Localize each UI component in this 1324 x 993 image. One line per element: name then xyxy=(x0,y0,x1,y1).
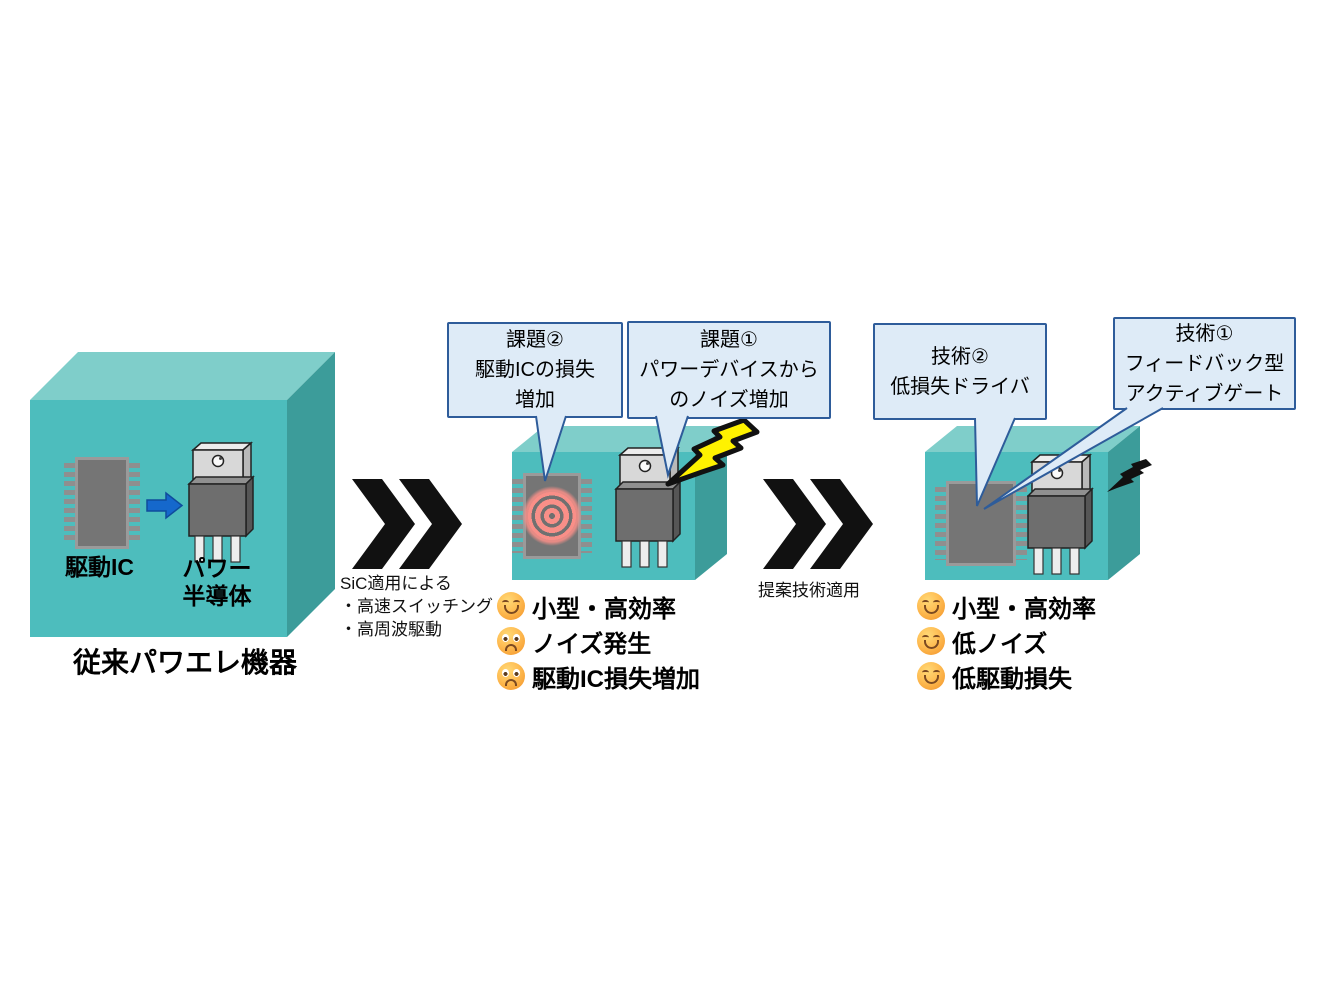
transition-1-title: SiC適用による xyxy=(340,574,452,593)
status-row: 低ノイズ xyxy=(917,626,1096,658)
conventional-machine-caption: 従来パワエレ機器 xyxy=(72,647,297,678)
transition-2-caption: 提案技術適用 xyxy=(758,581,860,600)
transition-1-bullet-1: ・高速スイッチング xyxy=(340,597,493,616)
callout-issue-2: 課題② 駆動ICの損失 増加 xyxy=(447,322,623,418)
drive-ic-chip-proposed xyxy=(935,481,1027,566)
drive-ic-chip-sic xyxy=(512,473,592,559)
transition-arrow-2-icon xyxy=(763,479,873,569)
status-label: ノイズ発生 xyxy=(532,630,652,658)
transition-1-caption: SiC適用による ・高速スイッチング ・高周波駆動 xyxy=(340,572,493,641)
heat-loss-indicator-icon xyxy=(522,486,582,546)
status-label: 駆動IC損失増加 xyxy=(532,665,700,693)
sad-face-icon xyxy=(497,627,525,655)
status-label: 小型・高効率 xyxy=(952,595,1096,623)
status-row: 低駆動損失 xyxy=(917,661,1096,693)
drive-signal-arrow-icon xyxy=(146,491,184,520)
status-row: 小型・高効率 xyxy=(917,591,1096,623)
status-label: 低駆動損失 xyxy=(952,665,1072,693)
noise-lightning-bolt-icon xyxy=(665,417,760,487)
status-row: 駆動IC損失増加 xyxy=(497,661,700,693)
status-label: 低ノイズ xyxy=(952,630,1048,658)
transition-arrow-1-icon xyxy=(352,479,462,569)
happy-face-icon xyxy=(917,592,945,620)
status-row: ノイズ発生 xyxy=(497,626,700,658)
status-row: 小型・高効率 xyxy=(497,591,700,623)
sic-status-list: 小型・高効率 ノイズ発生 駆動IC損失増加 xyxy=(497,591,700,693)
drive-ic-label: 駆動IC xyxy=(65,554,134,580)
drive-ic-chip-conventional xyxy=(64,457,140,549)
callout-tech-1: 技術① フィードバック型 アクティブゲート xyxy=(1113,317,1296,410)
happy-face-icon xyxy=(917,662,945,690)
status-label: 小型・高効率 xyxy=(532,595,676,623)
transition-1-bullet-2: ・高周波駆動 xyxy=(340,620,442,639)
power-semiconductor-label: パワー 半導体 xyxy=(182,555,252,610)
proposed-status-list: 小型・高効率 低ノイズ 低駆動損失 xyxy=(917,591,1096,693)
callout-issue-1: 課題① パワーデバイスから のノイズ増加 xyxy=(627,321,831,419)
happy-face-icon xyxy=(497,592,525,620)
happy-face-icon xyxy=(917,627,945,655)
callout-tech-2: 技術② 低損失ドライバ xyxy=(873,323,1047,420)
sad-face-icon xyxy=(497,662,525,690)
